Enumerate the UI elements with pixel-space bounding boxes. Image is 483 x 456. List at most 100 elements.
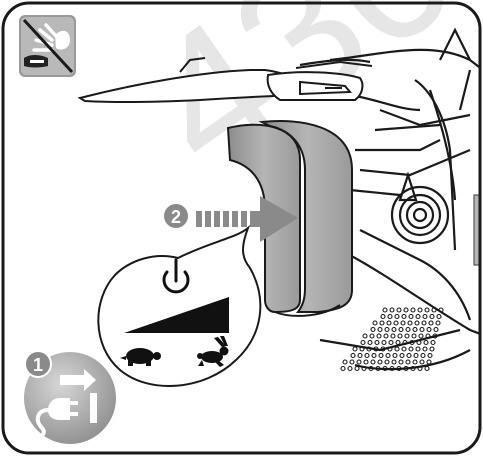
grille-hole: [427, 352, 433, 359]
grille-hole: [373, 346, 379, 352]
grille-hole: [377, 359, 383, 365]
grille-hole: [417, 307, 423, 313]
grille-hole: [367, 339, 373, 346]
grille-hole: [394, 346, 400, 352]
grille-hole: [372, 320, 378, 326]
grille-hole: [379, 320, 385, 326]
grille-hole: [391, 359, 397, 365]
grille-hole: [383, 333, 389, 339]
rabbit-icon: [197, 336, 229, 367]
grille-hole: [389, 365, 395, 372]
insert-arrow-icon: [196, 196, 298, 242]
grille-hole: [366, 346, 372, 352]
grille-hole: [407, 320, 413, 326]
grille-hole: [391, 326, 397, 333]
grille-hole: [405, 326, 411, 333]
grille-hole: [395, 339, 401, 346]
grille-hole: [406, 352, 412, 359]
grille-hole: [418, 333, 424, 339]
grille-hole: [380, 346, 386, 352]
speaker-grille: [340, 307, 444, 372]
grille-hole: [387, 313, 393, 320]
grille-hole: [415, 346, 421, 352]
grille-hole: [359, 346, 365, 352]
grille-hole: [414, 320, 420, 326]
grille-hole: [431, 307, 437, 313]
grille-hole: [384, 359, 390, 365]
step-2-number: 2: [171, 207, 181, 227]
grille-hole: [392, 352, 398, 359]
strap: [226, 120, 353, 317]
grille-hole: [422, 313, 428, 320]
grille-hole: [378, 352, 384, 359]
grille-hole: [408, 346, 414, 352]
grille-hole: [371, 352, 377, 359]
grille-hole: [364, 352, 370, 359]
grille-hole: [438, 307, 444, 313]
grille-hole: [417, 365, 423, 372]
grille-hole: [363, 359, 369, 365]
grille-hole: [347, 365, 353, 372]
speed-ramp-icon: [124, 297, 229, 333]
grille-hole: [387, 346, 393, 352]
grille-hole: [405, 359, 411, 365]
no-light-warning-icon: [19, 15, 76, 77]
grille-hole: [425, 333, 431, 339]
grille-hole: [357, 352, 363, 359]
grille-hole: [370, 326, 376, 333]
grille-hole: [400, 320, 406, 326]
grille-hole: [369, 333, 375, 339]
grille-hole: [412, 326, 418, 333]
grille-hole: [368, 365, 374, 372]
grille-hole: [370, 359, 376, 365]
grille-hole: [393, 320, 399, 326]
grille-hole: [403, 307, 409, 313]
grille-hole: [382, 365, 388, 372]
grille-hole: [394, 313, 400, 320]
grille-hole: [424, 307, 430, 313]
unplug-power-icon: [24, 352, 116, 444]
grille-hole: [435, 320, 441, 326]
grille-hole: [433, 326, 439, 333]
grille-hole: [416, 339, 422, 346]
grille-hole: [389, 307, 395, 313]
grille-hole: [398, 359, 404, 365]
grille-hole: [396, 307, 402, 313]
level-callout: [97, 224, 262, 387]
grille-hole: [409, 339, 415, 346]
grille-hole: [412, 359, 418, 365]
grille-hole: [436, 313, 442, 320]
grille-hole: [426, 326, 432, 333]
step-1-badge: 1: [24, 350, 52, 378]
grille-hole: [385, 352, 391, 359]
grille-hole: [354, 365, 360, 372]
turtle-icon: [120, 348, 161, 366]
grille-hole: [386, 320, 392, 326]
grille-hole: [356, 359, 362, 365]
grille-hole: [429, 313, 435, 320]
grille-hole: [342, 359, 348, 365]
grille-hole: [377, 326, 383, 333]
grille-hole: [428, 320, 434, 326]
grille-hole: [349, 359, 355, 365]
knob: [390, 185, 450, 245]
grille-hole: [398, 326, 404, 333]
grille-hole: [374, 339, 380, 346]
grille-hole: [381, 339, 387, 346]
grille-hole: [419, 359, 425, 365]
step-1-number: 1: [33, 355, 43, 375]
grille-hole: [376, 333, 382, 339]
grille-hole: [410, 307, 416, 313]
grille-hole: [423, 339, 429, 346]
grille-hole: [360, 339, 366, 346]
grille-hole: [401, 346, 407, 352]
grille-hole: [422, 346, 428, 352]
grille-hole: [362, 333, 368, 339]
grille-hole: [403, 365, 409, 372]
grille-hole: [382, 307, 388, 313]
grille-hole: [375, 365, 381, 372]
grille-hole: [410, 365, 416, 372]
grille-hole: [350, 352, 356, 359]
